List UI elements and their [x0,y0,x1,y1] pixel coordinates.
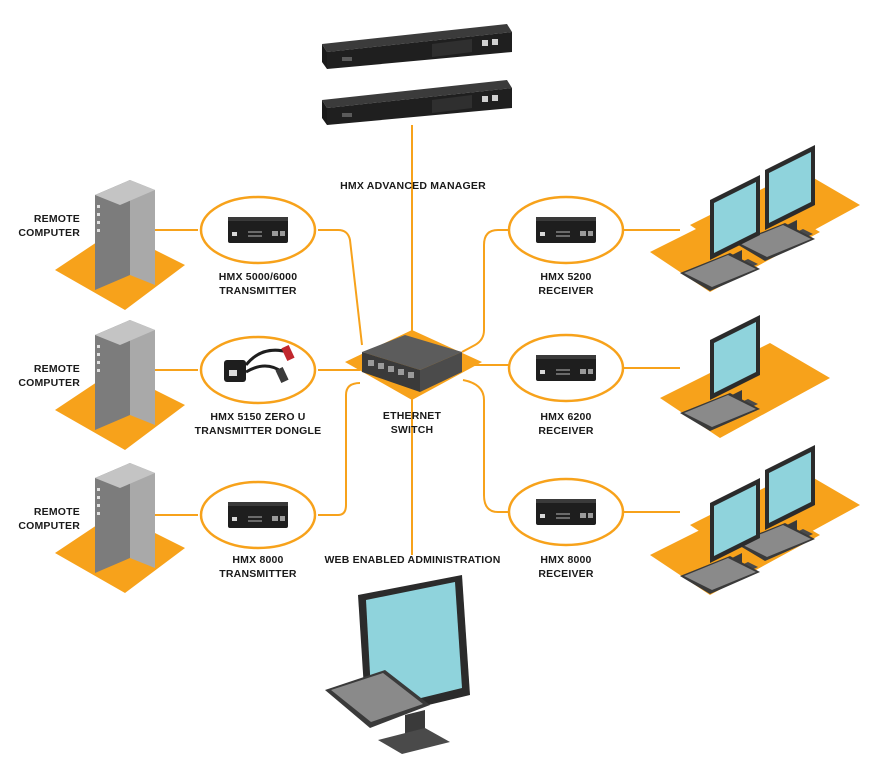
monitor-keyboard-icon [650,145,860,292]
tower-computer-icon [55,180,185,310]
remote-computer-label-3: REMOTE COMPUTER [18,506,80,532]
monitor-keyboard-icon [660,315,830,438]
connection-lines [150,125,680,555]
monitor-keyboard-icon [325,575,470,754]
transmitter-1 [199,195,317,265]
receiver-label-3: HMX 8000 RECEIVER [538,554,594,580]
receiver-1 [507,195,625,265]
web-admin-label: WEB ENABLED ADMINISTRATION [324,554,501,566]
manager-label: HMX ADVANCED MANAGER [340,180,486,192]
kvm-extender-icon [536,499,596,525]
receiver-3 [507,477,625,547]
monitor-keyboard-icon [650,445,860,595]
rack-server-icon [322,24,512,125]
transmitter-label-2: HMX 5150 ZERO U TRANSMITTER DONGLE [194,411,322,437]
transmitter-2 [199,335,317,405]
kvm-extender-icon [228,217,288,243]
receiver-2 [507,333,625,403]
transmitter-label-1: HMX 5000/6000 TRANSMITTER [218,271,298,297]
kvm-extender-icon [536,217,596,243]
kvm-extender-icon [536,355,596,381]
remote-computer-label-2: REMOTE COMPUTER [18,363,80,389]
transmitter-label-3: HMX 8000 TRANSMITTER [219,554,297,580]
usb-dongle-icon [224,344,295,384]
transmitter-3 [199,480,317,550]
kvm-extender-icon [228,502,288,528]
ethernet-switch-icon [345,330,482,400]
switch-label: ETHERNET SWITCH [382,410,442,436]
receiver-label-2: HMX 6200 RECEIVER [538,411,594,437]
receiver-label-1: HMX 5200 RECEIVER [538,271,594,297]
remote-computer-label-1: REMOTE COMPUTER [18,213,80,239]
